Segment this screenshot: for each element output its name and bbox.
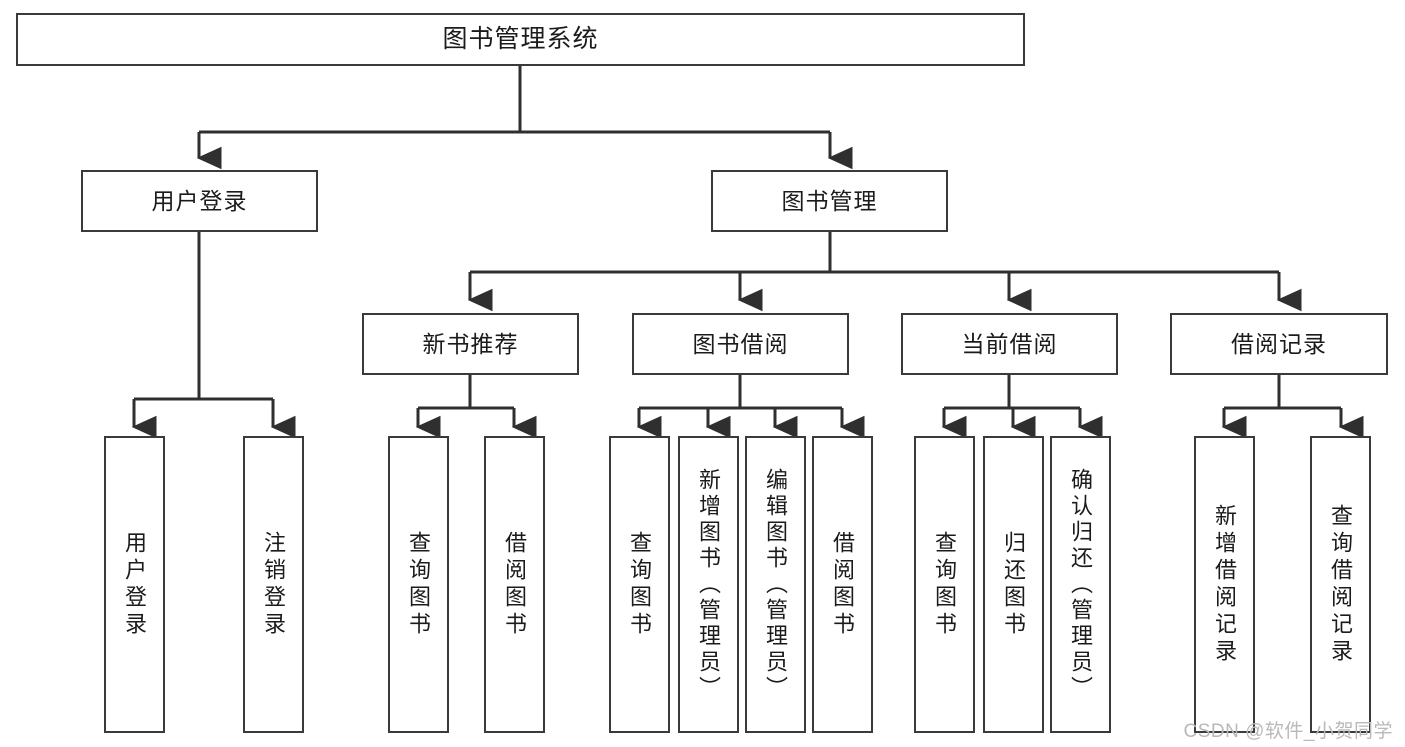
node-user-login-label: 用户登录 <box>151 187 248 214</box>
node-book-borrow[interactable]: 图书借阅 <box>632 313 849 375</box>
node-borrow-record-label: 借阅记录 <box>1231 330 1327 357</box>
node-current-borrow[interactable]: 当前借阅 <box>901 313 1118 375</box>
node-new-book-recommend-label: 新书推荐 <box>422 330 519 357</box>
node-leaf-query-book-1[interactable]: 查询图书 <box>388 436 449 733</box>
node-leaf-add-book[interactable]: 新增图书（管理员） <box>678 436 739 733</box>
node-leaf-add-record[interactable]: 新增借阅记录 <box>1194 436 1255 733</box>
watermark-text: CSDN @软件_小贺同学 <box>1183 721 1393 742</box>
node-leaf-return-book-label: 归还图书 <box>1001 530 1027 639</box>
node-leaf-query-book-3[interactable]: 查询图书 <box>914 436 975 733</box>
node-book-manage[interactable]: 图书管理 <box>711 170 948 232</box>
node-book-borrow-label: 图书借阅 <box>692 330 789 357</box>
node-leaf-borrow-book-2[interactable]: 借阅图书 <box>812 436 873 733</box>
node-leaf-return-book[interactable]: 归还图书 <box>983 436 1044 733</box>
node-root-system-label: 图书管理系统 <box>442 24 599 53</box>
node-new-book-recommend[interactable]: 新书推荐 <box>362 313 579 375</box>
node-leaf-confirm-return-label: 确认归还（管理员） <box>1068 467 1094 702</box>
node-leaf-add-record-label: 新增借阅记录 <box>1212 503 1238 666</box>
node-leaf-query-record[interactable]: 查询借阅记录 <box>1310 436 1371 733</box>
node-leaf-query-book-2-label: 查询图书 <box>627 530 653 639</box>
node-leaf-query-record-label: 查询借阅记录 <box>1328 503 1354 666</box>
node-user-login[interactable]: 用户登录 <box>81 170 318 232</box>
node-leaf-user-logout-label: 注销登录 <box>261 530 287 639</box>
node-leaf-user-login-label: 用户登录 <box>122 530 148 639</box>
node-borrow-record[interactable]: 借阅记录 <box>1170 313 1388 375</box>
node-leaf-borrow-book-1-label: 借阅图书 <box>502 530 528 639</box>
node-leaf-add-book-label: 新增图书（管理员） <box>696 467 722 702</box>
node-leaf-query-book-2[interactable]: 查询图书 <box>609 436 670 733</box>
node-leaf-edit-book-label: 编辑图书（管理员） <box>763 467 789 702</box>
node-current-borrow-label: 当前借阅 <box>961 330 1058 357</box>
node-leaf-user-logout[interactable]: 注销登录 <box>243 436 304 733</box>
node-leaf-query-book-3-label: 查询图书 <box>932 530 958 639</box>
node-leaf-user-login[interactable]: 用户登录 <box>104 436 165 733</box>
node-leaf-borrow-book-2-label: 借阅图书 <box>830 530 856 639</box>
node-leaf-edit-book[interactable]: 编辑图书（管理员） <box>745 436 806 733</box>
node-book-manage-label: 图书管理 <box>781 187 878 214</box>
node-leaf-borrow-book-1[interactable]: 借阅图书 <box>484 436 545 733</box>
node-leaf-confirm-return[interactable]: 确认归还（管理员） <box>1050 436 1111 733</box>
node-leaf-query-book-1-label: 查询图书 <box>406 530 432 639</box>
node-root-system[interactable]: 图书管理系统 <box>16 13 1025 66</box>
